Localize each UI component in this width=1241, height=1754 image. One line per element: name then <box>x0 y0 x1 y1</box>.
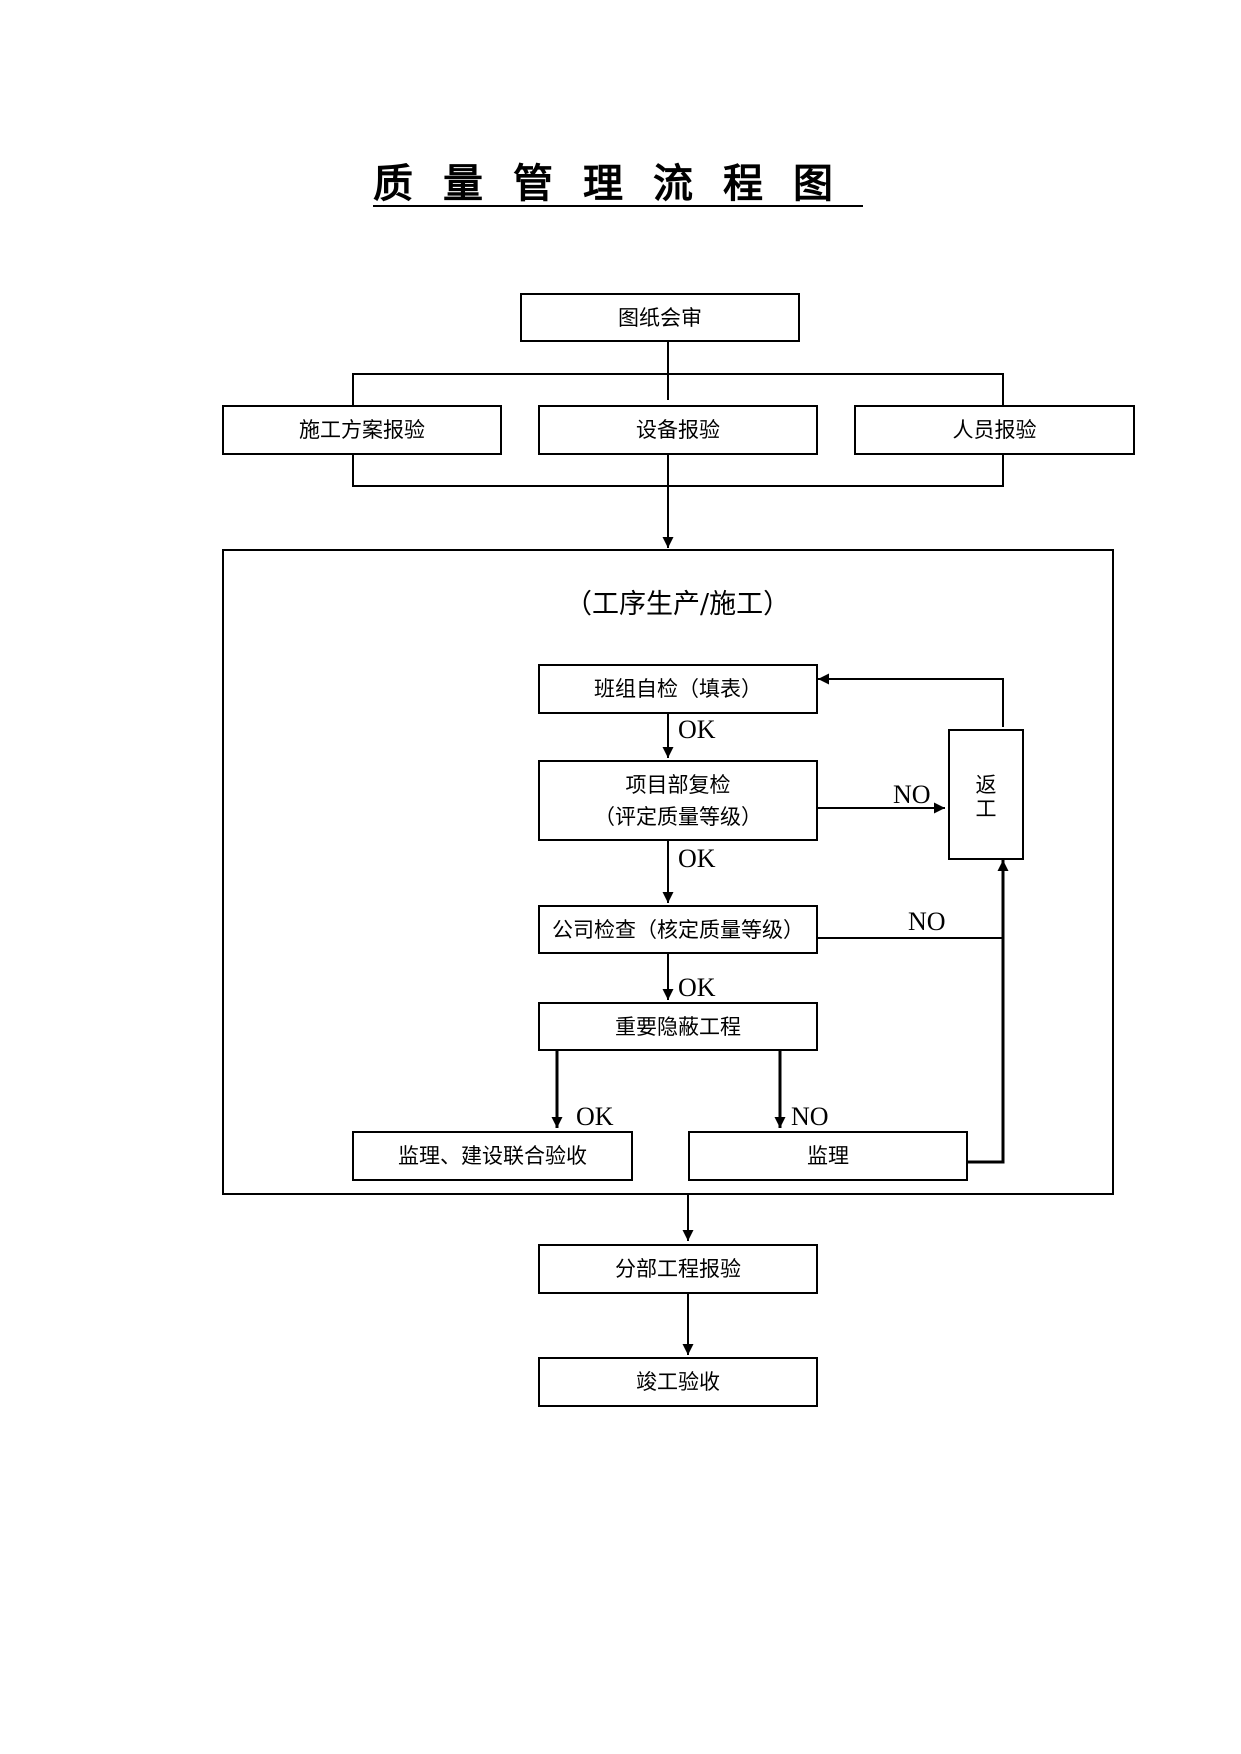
page-title: 质量管理流程图 <box>373 160 863 207</box>
node-rework-char1: 返 <box>975 773 997 797</box>
node-rework-char2: 工 <box>975 797 997 821</box>
ok-label-company: OK <box>678 973 716 1002</box>
node-rework: 返 工 <box>948 729 1024 860</box>
node-drawing-review: 图纸会审 <box>520 293 800 342</box>
ok-label-hidden: OK <box>576 1102 614 1131</box>
no-label-company: NO <box>908 907 946 936</box>
node-company-check: 公司检查（核定质量等级） <box>538 905 818 954</box>
no-label-recheck: NO <box>893 780 931 809</box>
node-hidden-works: 重要隐蔽工程 <box>538 1002 818 1051</box>
ok-label-recheck: OK <box>678 844 716 873</box>
node-division-report-label: 分部工程报验 <box>615 1257 741 1281</box>
node-equipment-report-label: 设备报验 <box>636 418 720 442</box>
node-supervision: 监理 <box>688 1131 968 1181</box>
node-completion-acceptance: 竣工验收 <box>538 1357 818 1407</box>
node-equipment-report: 设备报验 <box>538 405 818 455</box>
node-personnel-report: 人员报验 <box>854 405 1135 455</box>
node-plan-report-label: 施工方案报验 <box>299 418 425 442</box>
node-project-recheck-line2: （评定质量等级） <box>594 804 762 829</box>
node-joint-acceptance: 监理、建设联合验收 <box>352 1131 633 1181</box>
node-plan-report: 施工方案报验 <box>222 405 502 455</box>
node-joint-acceptance-label: 监理、建设联合验收 <box>398 1144 587 1168</box>
no-label-hidden: NO <box>791 1102 829 1131</box>
node-hidden-works-label: 重要隐蔽工程 <box>615 1014 741 1039</box>
process-stage-label: （工序生产/施工） <box>565 589 791 620</box>
node-company-check-label: 公司检查（核定质量等级） <box>552 917 804 942</box>
ok-label-selfcheck: OK <box>678 715 716 744</box>
node-supervision-label: 监理 <box>807 1144 849 1168</box>
node-completion-acceptance-label: 竣工验收 <box>636 1370 720 1394</box>
node-project-recheck-line1: 项目部复检 <box>625 772 731 797</box>
node-personnel-report-label: 人员报验 <box>952 418 1037 442</box>
node-team-selfcheck-label: 班组自检（填表） <box>594 677 762 701</box>
node-division-report: 分部工程报验 <box>538 1244 818 1294</box>
node-project-recheck: 项目部复检 （评定质量等级） <box>538 760 818 841</box>
node-team-selfcheck: 班组自检（填表） <box>538 664 818 714</box>
node-drawing-review-label: 图纸会审 <box>618 305 702 330</box>
